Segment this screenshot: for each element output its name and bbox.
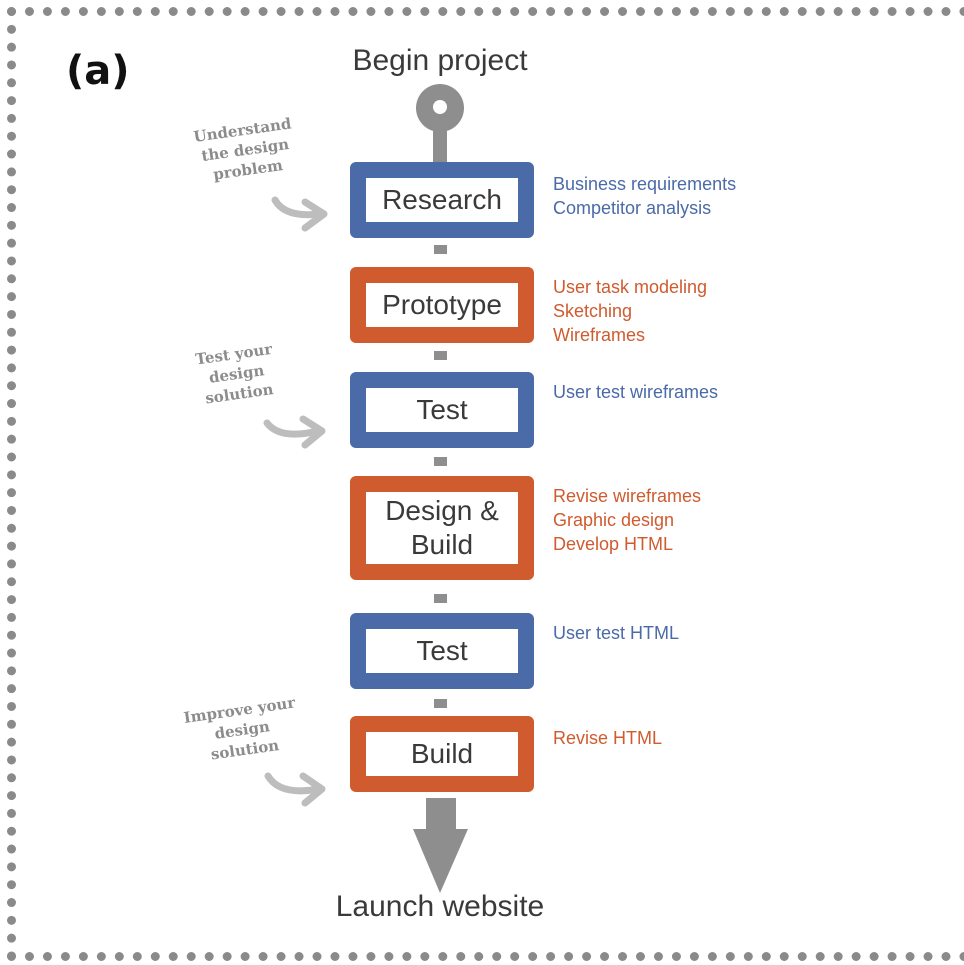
stage-design-build: Design &Build [350,476,534,580]
begin-project-label: Begin project [352,44,528,77]
connector [434,351,447,360]
task-item: User task modeling [553,277,708,297]
tasks-research: Business requirements Competitor analysi… [553,172,736,220]
stage-prototype: Prototype [350,267,534,343]
task-item: Sketching [553,301,633,321]
connector [434,245,447,254]
task-item: Graphic design [553,510,675,530]
connector [434,699,447,708]
note-arrow-understand-icon [271,196,328,232]
task-item: User test HTML [553,623,680,643]
stage-research: Research [350,162,534,238]
tasks-design-build: Revise wireframes Graphic design Develop… [553,484,701,556]
connector [434,457,447,466]
launch-arrow-icon [413,798,468,893]
task-item: Revise HTML [553,728,663,748]
tasks-build: Revise HTML [553,726,662,750]
dotted-frame [7,7,964,961]
note-arrow-test-icon [263,415,326,449]
stage-test-html: Test [350,613,534,689]
task-item: Wireframes [553,325,646,345]
tasks-test-wireframes: User test wireframes [553,380,718,404]
panel-label: (a) [66,48,130,94]
stage-test-wireframes: Test [350,372,534,448]
task-item: Competitor analysis [553,198,712,218]
note-test: Test your design solution [194,339,275,408]
task-item: Revise wireframes [553,486,702,506]
note-arrow-improve-icon [264,772,326,807]
task-item: User test wireframes [553,382,719,402]
start-pin-icon [416,84,464,162]
task-item: Business requirements [553,174,737,194]
tasks-test-html: User test HTML [553,621,679,645]
stage-build: Build [350,716,534,792]
connector [434,594,447,603]
tasks-prototype: User task modeling Sketching Wireframes [553,275,707,347]
launch-website-label: Launch website [335,890,545,923]
task-item: Develop HTML [553,534,674,554]
